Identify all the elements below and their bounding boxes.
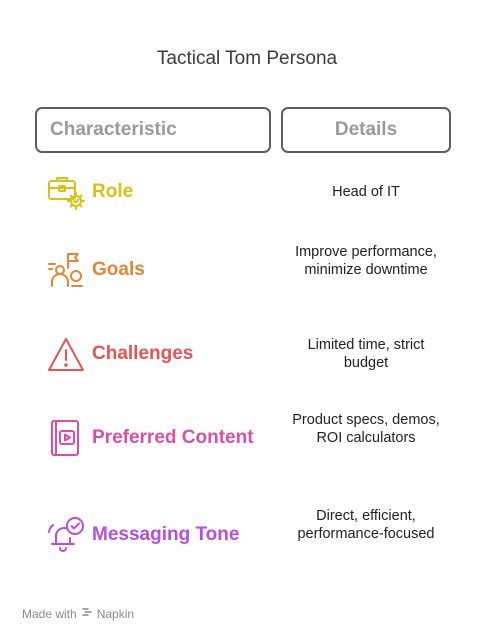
footer-credit: Made with Napkin bbox=[22, 606, 134, 621]
header-characteristic: Characteristic bbox=[35, 107, 271, 153]
header-details: Details bbox=[281, 107, 451, 153]
footer-brand: Napkin bbox=[96, 606, 135, 621]
row-label-messaging-tone: Messaging Tone bbox=[92, 524, 240, 545]
row-detail-challenges: Limited time, strict budget bbox=[307, 337, 425, 371]
row-detail-role: Head of IT bbox=[332, 184, 400, 200]
video-book-icon bbox=[46, 418, 86, 458]
row-label-goals: Goals bbox=[92, 259, 145, 280]
napkin-logo-icon bbox=[81, 606, 93, 621]
row-label-challenges: Challenges bbox=[92, 343, 194, 364]
bell-check-icon bbox=[46, 514, 86, 554]
row-label-role: Role bbox=[92, 181, 134, 202]
warning-triangle-icon bbox=[46, 335, 86, 375]
page-title: Tactical Tom Persona bbox=[156, 48, 338, 69]
row-detail-goals: Improve performance, minimize downtime bbox=[295, 244, 437, 278]
row-label-preferred-content: Preferred Content bbox=[92, 427, 254, 448]
briefcase-gear-icon bbox=[46, 172, 86, 212]
row-detail-preferred-content: Product specs, demos, ROI calculators bbox=[292, 412, 440, 446]
footer-made-with: Made with bbox=[22, 606, 77, 621]
row-detail-messaging-tone: Direct, efficient, performance-focused bbox=[297, 508, 435, 542]
person-target-icon bbox=[46, 250, 86, 290]
